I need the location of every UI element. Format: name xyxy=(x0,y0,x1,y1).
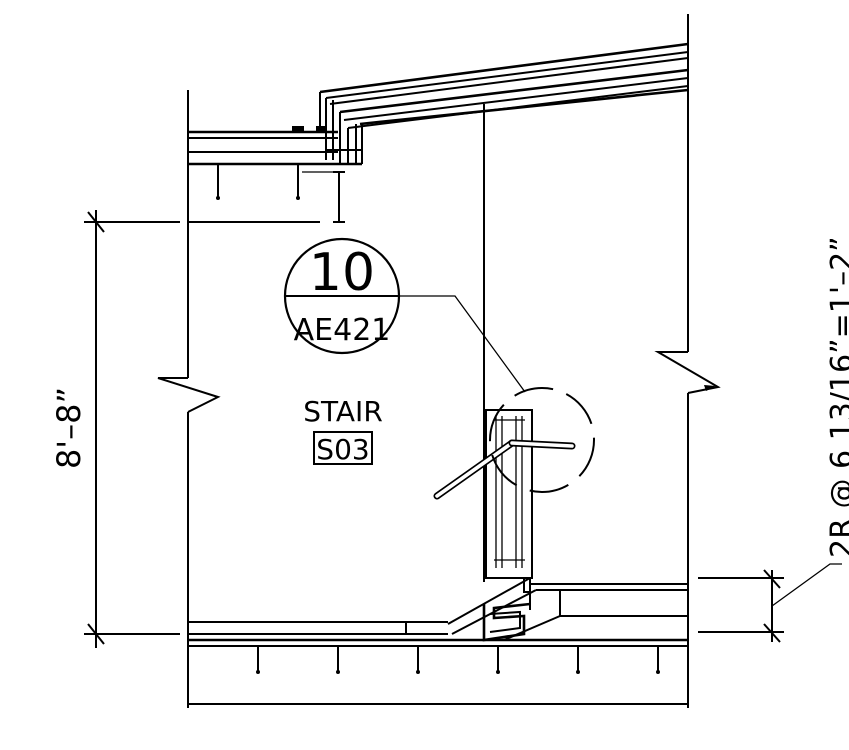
detail-number: 10 xyxy=(309,243,375,303)
height-dimension-text: 8'–8” xyxy=(50,387,88,469)
ceiling-hangers xyxy=(256,646,660,674)
right-wall xyxy=(654,14,721,708)
stair-railing xyxy=(433,409,576,579)
sloped-roof xyxy=(319,42,689,164)
room-number: S03 xyxy=(316,433,369,466)
left-wall xyxy=(157,90,221,708)
riser-dimension-text: 2R @ 6 13/16”=1'–2” xyxy=(825,236,849,558)
riser-dimension: 2R @ 6 13/16”=1'–2” xyxy=(698,236,849,643)
stair-steps xyxy=(447,577,688,642)
upper-floor-slab xyxy=(188,126,362,223)
section-callout-symbol: 10 AE421 xyxy=(283,237,401,355)
detail-callout-bubble xyxy=(398,295,595,493)
height-dimension: 8'–8” xyxy=(50,210,180,648)
room-tag: STAIR S03 xyxy=(303,395,383,466)
lower-floor-slab xyxy=(188,621,688,705)
room-name: STAIR xyxy=(303,395,383,428)
sheet-number: AE421 xyxy=(294,313,391,348)
